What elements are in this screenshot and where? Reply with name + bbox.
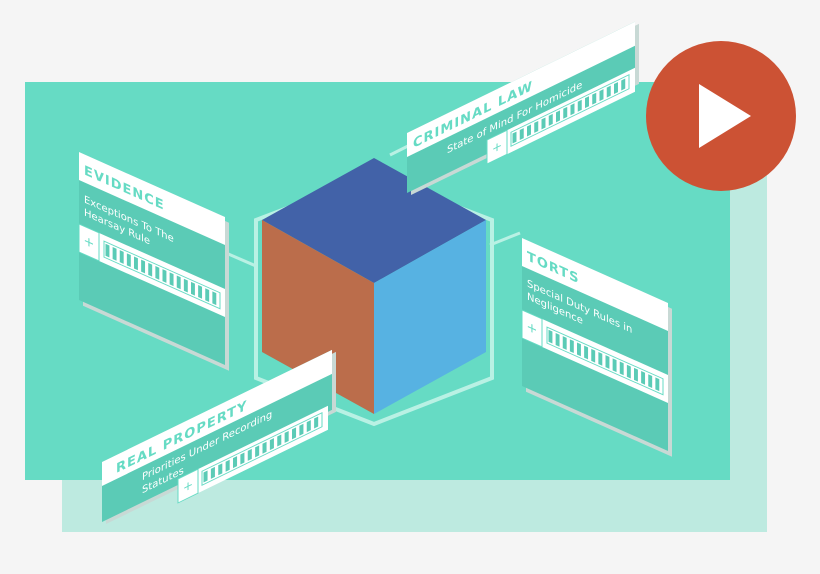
progress-segment bbox=[210, 466, 215, 479]
progress-segment bbox=[212, 291, 217, 306]
progress-segment bbox=[205, 288, 210, 302]
progress-segment bbox=[577, 342, 581, 357]
progress-segment bbox=[191, 281, 195, 296]
progress-segment bbox=[634, 367, 638, 382]
progress-segment bbox=[240, 452, 245, 465]
plus-icon: + bbox=[183, 476, 193, 495]
progress-segment bbox=[621, 78, 626, 91]
progress-segment bbox=[548, 113, 553, 126]
progress-segment bbox=[162, 269, 167, 283]
progress-segment bbox=[641, 371, 646, 385]
progress-segment bbox=[570, 103, 575, 116]
progress-segment bbox=[555, 332, 560, 347]
progress-segment bbox=[527, 124, 531, 137]
connector-evidence bbox=[225, 251, 257, 268]
progress-segment bbox=[119, 250, 124, 264]
plus-icon: + bbox=[527, 319, 538, 339]
progress-segment bbox=[655, 377, 660, 392]
progress-segment bbox=[606, 85, 611, 98]
plus-icon: + bbox=[84, 233, 95, 253]
progress-segment bbox=[277, 434, 282, 447]
cube-left-face bbox=[262, 220, 374, 414]
progress-segment bbox=[563, 106, 568, 119]
progress-segment bbox=[626, 364, 631, 379]
progress-segment bbox=[126, 253, 131, 268]
card-header bbox=[102, 349, 332, 486]
card-real-property[interactable]: REAL PROPERTY Priorities Under Recording… bbox=[102, 348, 336, 540]
connector-torts bbox=[489, 231, 521, 247]
progress-segment bbox=[548, 329, 553, 344]
progress-segment bbox=[648, 374, 653, 388]
progress-segment bbox=[598, 352, 603, 366]
progress-segment bbox=[183, 278, 188, 293]
progress-segment bbox=[562, 336, 567, 350]
progress-segment bbox=[577, 99, 582, 112]
progress-segment bbox=[569, 339, 574, 354]
progress-bar bbox=[510, 73, 630, 148]
progress-segment bbox=[247, 448, 252, 461]
progress-segment bbox=[585, 96, 589, 109]
progress-segment bbox=[541, 117, 546, 130]
card-torts[interactable]: TORTS Special Duty Rules in Negligence + bbox=[521, 237, 672, 457]
progress-segment bbox=[556, 110, 560, 123]
progress-segment bbox=[255, 445, 260, 458]
progress-bar bbox=[546, 326, 664, 396]
progress-segment bbox=[584, 345, 589, 360]
progress-segment bbox=[519, 128, 524, 141]
card-header bbox=[407, 21, 635, 157]
progress-segment bbox=[176, 275, 181, 290]
progress-segment bbox=[299, 423, 304, 436]
add-button[interactable] bbox=[486, 129, 508, 165]
progress-segment bbox=[284, 430, 289, 443]
progress-segment bbox=[134, 256, 138, 271]
card-evidence[interactable]: EVIDENCE Exceptions To The Hearsay Rule … bbox=[78, 152, 229, 371]
play-button[interactable] bbox=[646, 41, 796, 191]
progress-segment bbox=[198, 285, 203, 299]
plus-icon: + bbox=[492, 137, 502, 156]
progress-segment bbox=[141, 259, 146, 274]
progress-segment bbox=[262, 441, 267, 454]
progress-segment bbox=[599, 89, 604, 102]
progress-segment bbox=[534, 120, 539, 133]
progress-segment bbox=[619, 361, 624, 376]
progress-segment bbox=[233, 456, 238, 469]
progress-segment bbox=[614, 82, 618, 95]
card-header bbox=[79, 152, 225, 246]
progress-segment bbox=[612, 358, 617, 373]
cube-right-face bbox=[374, 220, 486, 414]
progress-segment bbox=[148, 262, 153, 277]
progress-segment bbox=[105, 243, 110, 258]
progress-segment bbox=[112, 246, 117, 261]
progress-segment bbox=[269, 438, 274, 451]
progress-segment bbox=[512, 131, 517, 144]
progress-segment bbox=[218, 463, 223, 476]
progress-segment bbox=[203, 470, 208, 483]
play-icon bbox=[699, 84, 751, 148]
hexagon-outline bbox=[254, 172, 494, 427]
cube-top-face bbox=[262, 158, 486, 283]
add-button[interactable] bbox=[521, 309, 543, 348]
progress-segment bbox=[169, 272, 174, 287]
progress-segment bbox=[591, 348, 596, 363]
progress-segment bbox=[155, 266, 160, 280]
progress-segment bbox=[225, 459, 230, 472]
progress-segment bbox=[306, 420, 311, 433]
cube bbox=[262, 158, 486, 414]
progress-segment bbox=[292, 427, 297, 440]
add-button[interactable] bbox=[177, 468, 199, 504]
add-button[interactable] bbox=[78, 223, 100, 262]
progress-segment bbox=[592, 92, 597, 105]
progress-bar bbox=[201, 411, 323, 486]
progress-segment bbox=[605, 355, 610, 369]
progress-segment bbox=[314, 416, 319, 429]
card-header bbox=[522, 237, 668, 332]
progress-bar bbox=[103, 240, 221, 310]
